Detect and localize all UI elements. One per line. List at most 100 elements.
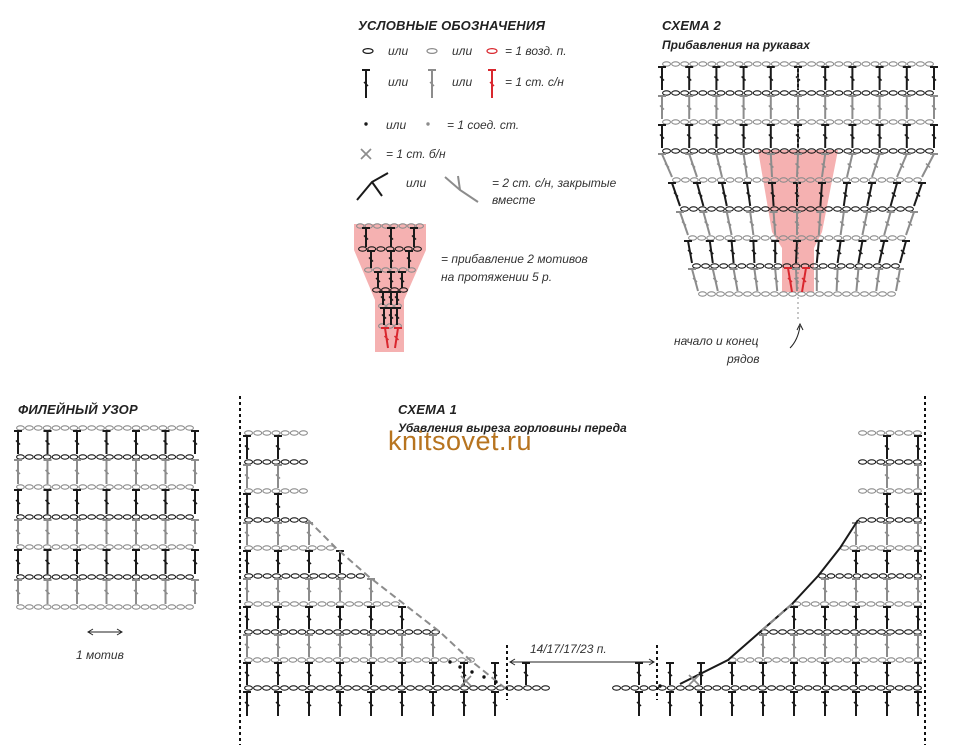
chain-stitch — [843, 61, 853, 67]
chain-stitch — [789, 657, 799, 663]
chain-stitch — [924, 61, 934, 67]
chain-stitch — [672, 177, 681, 183]
chain-stitch — [244, 685, 253, 691]
chain-stitch — [325, 685, 334, 691]
chain-stitch — [244, 601, 254, 607]
chain-stitch — [532, 685, 541, 691]
chain-stitch — [858, 488, 868, 494]
chain-stitch — [69, 454, 79, 460]
double-crochet-bar — [853, 615, 859, 621]
chain-stitch — [912, 459, 922, 465]
slip-stitch — [426, 122, 430, 126]
chain-stitch — [896, 206, 905, 212]
double-crochet-bar — [306, 587, 312, 593]
chain-stitch — [788, 119, 798, 125]
double-crochet-bar — [915, 615, 921, 621]
chain-stitch — [262, 601, 272, 607]
chain-stitch — [868, 629, 877, 635]
chain-stitch — [707, 206, 716, 212]
chain-stitch — [680, 148, 690, 154]
double-crochet-bar — [681, 220, 687, 227]
double-crochet-bar — [388, 234, 394, 241]
chain-stitch — [912, 601, 922, 607]
chain-stitch — [316, 545, 326, 551]
chain-stitch — [415, 685, 424, 691]
chain-stitch — [379, 685, 388, 691]
chain-stitch — [894, 545, 904, 551]
chain-stitch — [692, 263, 701, 269]
chain-stitch — [131, 574, 141, 580]
chain-stitch — [788, 61, 798, 67]
double-crochet-bar — [822, 133, 828, 140]
double-crochet-bar — [915, 444, 921, 451]
chain-stitch — [842, 235, 852, 241]
double-crochet-bar — [492, 701, 498, 707]
chain-stitch — [797, 291, 806, 297]
double-crochet-bar — [673, 191, 679, 198]
chain-stitch — [867, 517, 877, 523]
chain-stitch — [630, 685, 640, 691]
double-crochet-bar — [854, 277, 860, 283]
chain-stitch — [448, 657, 458, 663]
chain-stitch — [368, 629, 378, 635]
chain-stitch — [888, 119, 898, 125]
chain-stitch — [51, 454, 61, 460]
chain-stitch — [761, 90, 771, 96]
chain-stitch — [913, 657, 922, 663]
chain-stitch — [770, 61, 780, 67]
double-crochet-bar — [103, 439, 110, 446]
chain-stitch — [122, 544, 132, 550]
double-crochet-bar — [895, 277, 901, 283]
chain-stitch — [801, 601, 811, 607]
chain-stitch — [271, 685, 280, 691]
chain-stitch — [733, 235, 743, 241]
chain-stitch — [60, 425, 70, 431]
chain-stitch — [279, 657, 289, 663]
chain-stitch — [839, 685, 850, 691]
chain-stitch — [778, 235, 788, 241]
chain-stitch — [262, 488, 272, 494]
chain-stitch — [843, 148, 853, 154]
chain-stitch — [816, 90, 826, 96]
chain-stitch — [827, 263, 837, 269]
chain-stitch — [859, 629, 868, 635]
double-crochet-bar — [380, 295, 386, 302]
double-crochet-bar — [368, 256, 374, 263]
chain-stitch — [876, 430, 886, 436]
chain-stitch — [698, 206, 707, 212]
double-crochet-bar — [915, 587, 921, 593]
chain-stitch — [734, 90, 744, 96]
double-crochet-bar — [388, 256, 394, 263]
double-crochet-bar — [492, 671, 498, 677]
chain-stitch — [752, 119, 762, 125]
chain-stitch — [372, 287, 381, 293]
chain-stitch — [167, 574, 177, 580]
chain-stitch — [778, 629, 787, 635]
chain-stitch — [334, 685, 343, 691]
double-crochet-bar — [162, 589, 169, 595]
double-crochet-bar — [162, 469, 169, 475]
chain-stitch — [847, 601, 857, 607]
double-crochet-bar — [399, 643, 405, 649]
chain-stitch — [896, 573, 905, 579]
chain-stitch — [505, 685, 514, 691]
double-crochet-bar — [853, 559, 859, 565]
chain-stitch — [787, 629, 796, 635]
chain-stitch — [51, 484, 61, 490]
chain-stitch — [879, 119, 889, 125]
chain-stitch — [395, 629, 405, 635]
double-crochet-bar — [659, 133, 665, 140]
chain-stitch — [280, 517, 290, 523]
chain-stitch — [755, 263, 765, 269]
double-crochet-bar — [877, 104, 883, 111]
double-crochet-bar — [915, 671, 921, 677]
chain-stitch — [317, 601, 327, 607]
double-crochet-bar — [306, 531, 312, 537]
chain-stitch — [671, 61, 681, 67]
chain-stitch — [422, 629, 432, 635]
chain-stitch — [298, 488, 308, 494]
double-crochet-bar — [853, 671, 859, 677]
double-crochet-bar — [489, 81, 495, 87]
chain-stitch — [415, 223, 424, 229]
chain-stitch — [852, 148, 862, 154]
